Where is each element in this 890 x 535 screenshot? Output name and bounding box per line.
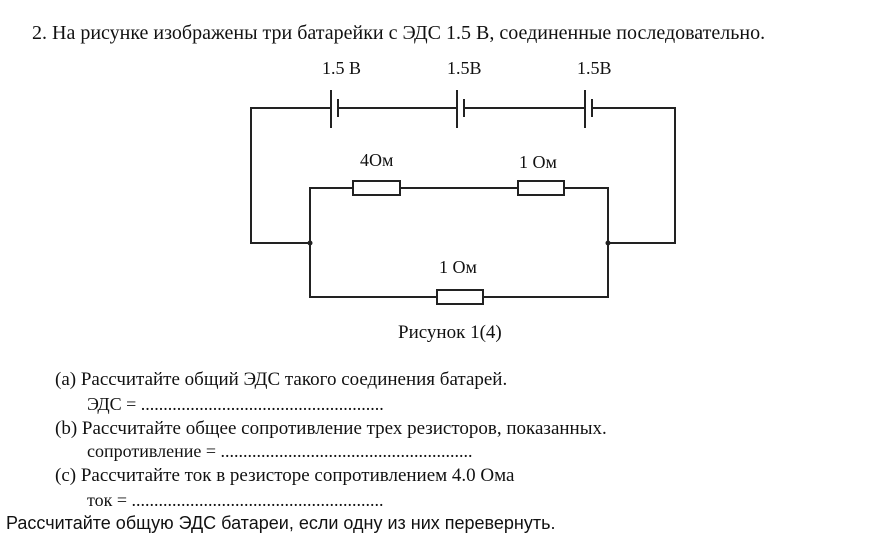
item-a-text: (a) Рассчитайте общий ЭДС такого соедине… [55,369,508,390]
item-c-answer-line: ток = ..................................… [87,490,384,510]
extra-question: Рассчитайте общую ЭДС батареи, если одну… [6,513,556,533]
question-title: 2. На рисунке изображены три батарейки с… [32,22,766,44]
item-c-text: (c) Рассчитайте ток в резисторе сопротив… [55,465,515,486]
battery-3-label: 1.5В [577,58,612,78]
resistor-1-ohm-top [517,180,565,196]
resistor-4-ohm-label: 4Ом [360,150,394,170]
figure-caption: Рисунок 1(4) [398,322,502,343]
item-b-answer-line: сопротивление = ........................… [87,441,473,461]
item-a-answer-line: ЭДС = ..................................… [87,394,384,414]
outer-wire-right [596,107,676,244]
junction-right [605,240,611,246]
upper-branch [309,187,353,243]
junction-left [307,240,313,246]
resistor-1-ohm-top-label: 1 Ом [519,152,557,172]
battery-2-label: 1.5В [447,58,482,78]
item-b-text: (b) Рассчитайте общее сопротивление трех… [55,418,607,439]
battery-1-label: 1.5 В [322,58,362,78]
resistor-4-ohm [352,180,401,196]
resistor-1-ohm-bottom-label: 1 Ом [439,257,477,277]
outer-wire [250,107,331,244]
lower-branch [309,243,437,298]
resistor-1-ohm-bottom [436,289,484,305]
